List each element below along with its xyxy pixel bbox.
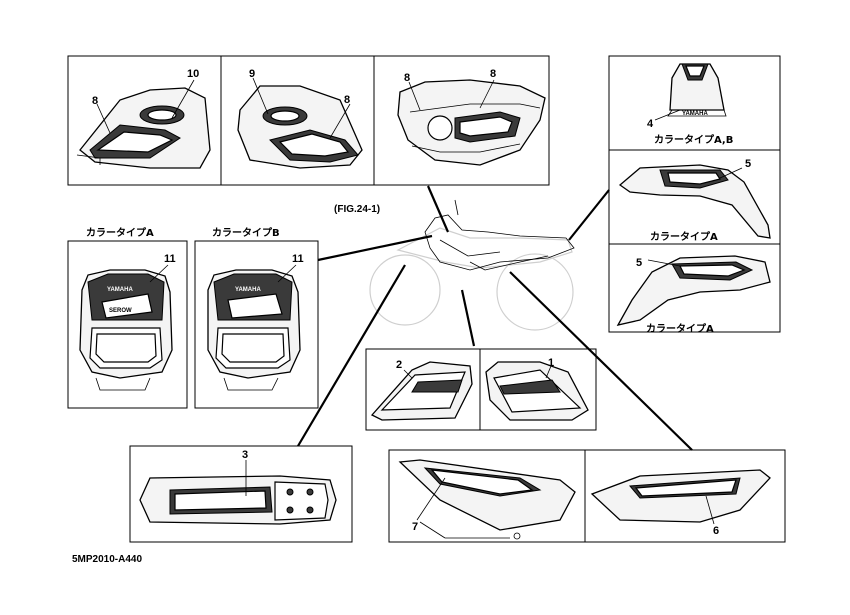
callout-6: 6 xyxy=(713,525,719,537)
callout-3: 3 xyxy=(242,449,248,461)
figure-reference: (FIG.24-1) xyxy=(334,204,380,215)
caption-color-type-a-cowl: カラータイプA xyxy=(86,226,154,239)
callout-11-cowl-b: 11 xyxy=(292,253,304,265)
callout-8-tank-right: 8 xyxy=(344,94,350,106)
shroud-sticker-panel: 2 1 xyxy=(365,348,597,431)
fuel-tank-panel: 8 10 9 8 8 8 xyxy=(67,55,550,186)
callout-7: 7 xyxy=(412,521,418,533)
callout-1: 1 xyxy=(548,357,554,369)
callout-11-cowl-a: 11 xyxy=(164,253,176,265)
sticker-2 xyxy=(370,361,473,421)
caption-color-type-a-cover-1: カラータイプA xyxy=(650,230,718,243)
cowl-color-b: YAMAHA xyxy=(207,269,301,391)
motorcycle-silhouette xyxy=(369,199,575,331)
callout-5-upper: 5 xyxy=(745,158,751,170)
side-cover-lower-part xyxy=(616,255,771,326)
callout-4: 4 xyxy=(647,118,654,130)
headlight-cowl-panel: カラータイプA カラータイプB YAMAHA SEROW 11 YAMAHA xyxy=(67,226,319,409)
side-cover-upper-part xyxy=(618,164,771,239)
connector-lines xyxy=(297,185,693,451)
front-fender-part xyxy=(139,475,337,525)
cowl-color-a: YAMAHA SEROW xyxy=(79,269,173,391)
side-cover-panel: YAMAHA 4 カラータイプA,B 5 カラータイプA 5 カラータイプA xyxy=(608,55,781,335)
callout-5-lower: 5 xyxy=(636,257,642,269)
callout-8-tank-top-right: 8 xyxy=(490,68,496,80)
rear-side-right-part xyxy=(590,469,771,523)
cowl-b-brand: YAMAHA xyxy=(235,287,261,293)
tank-top-view xyxy=(397,79,546,166)
rear-side-panel: 7 6 xyxy=(388,449,786,543)
callout-8-tank-left: 8 xyxy=(92,95,98,107)
front-fender-panel: 3 xyxy=(129,445,353,543)
callout-2: 2 xyxy=(396,359,402,371)
rear-side-left-part xyxy=(398,459,576,540)
caption-color-type-a-cover-2: カラータイプA xyxy=(646,322,714,335)
callout-9: 9 xyxy=(249,68,255,80)
sticker-1 xyxy=(485,361,589,421)
diagram-id: 5MP2010-A440 xyxy=(72,554,142,565)
callout-10: 10 xyxy=(187,68,199,80)
cowl-a-logo: SEROW xyxy=(109,308,132,314)
seat-emblem-part: YAMAHA xyxy=(667,63,727,117)
tank-right-view xyxy=(237,85,363,169)
seat-emblem-brand: YAMAHA xyxy=(682,111,708,117)
caption-color-type-b-cowl: カラータイプB xyxy=(212,226,280,239)
caption-color-type-ab: カラータイプA,B xyxy=(654,133,733,146)
cowl-a-brand: YAMAHA xyxy=(107,287,133,293)
callout-8-tank-top-left: 8 xyxy=(404,72,410,84)
